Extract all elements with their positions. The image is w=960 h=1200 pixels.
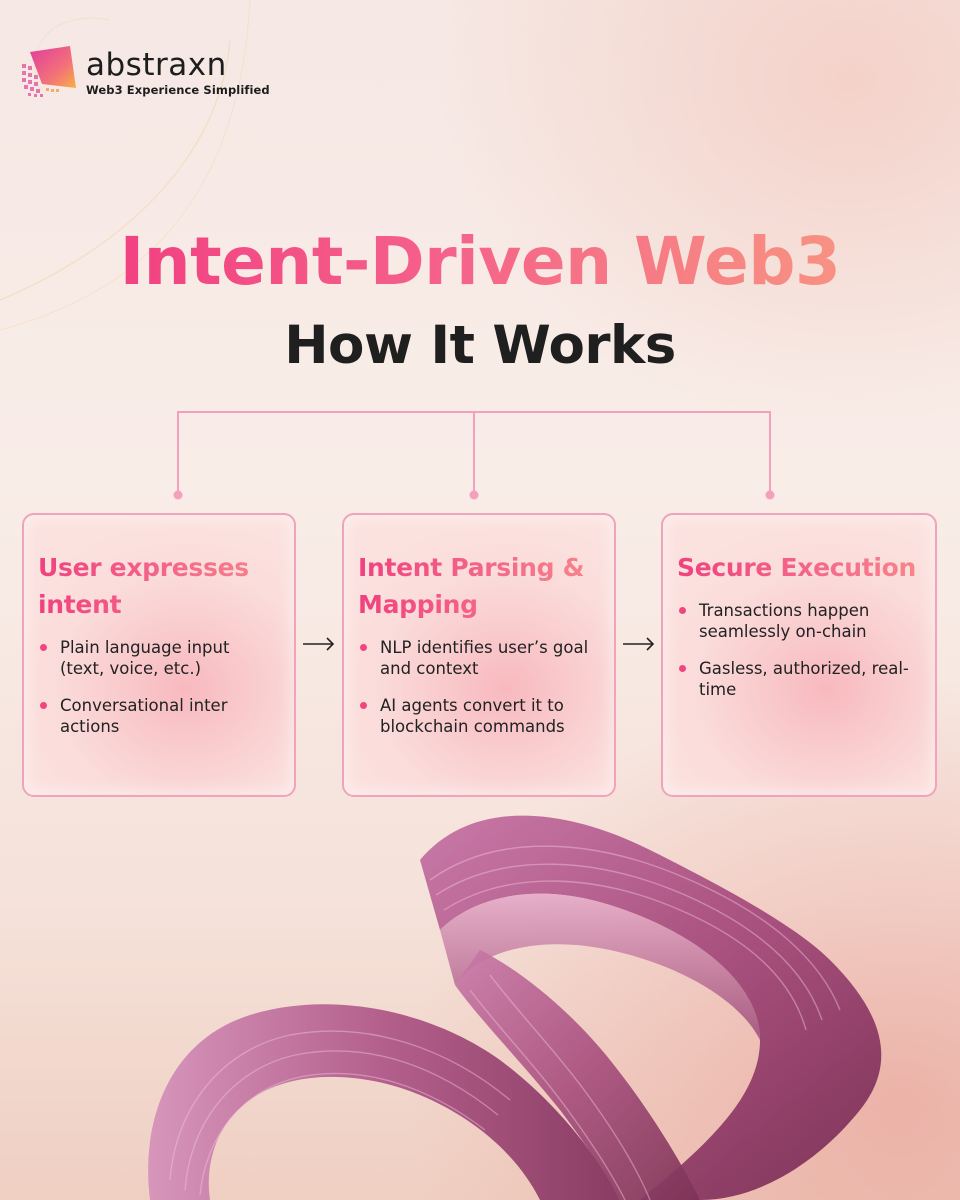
brand-tagline: Web3 Experience Simplified — [86, 82, 270, 97]
connector-dot — [469, 490, 479, 500]
bullet-dot-icon — [360, 702, 367, 709]
bullet-dot-icon — [40, 644, 47, 651]
list-item: Transactions happen seamlessly on-chain — [677, 600, 919, 642]
step-card-intent-parsing: Intent Parsing & Mapping NLP identifies … — [342, 513, 616, 797]
arrow-right-icon — [303, 637, 335, 651]
brand-logo: abstraxn Web3 Experience Simplified — [20, 44, 270, 100]
step-bullet-list: Transactions happen seamlessly on-chain … — [677, 600, 919, 700]
step-card-secure-execution: Secure Execution Transactions happen sea… — [661, 513, 937, 797]
bullet-text: Transactions happen seamlessly on-chain — [699, 601, 870, 641]
step-bullet-list: Plain language input (text, voice, etc.)… — [38, 637, 278, 737]
bullet-text: Gasless, authorized, real-time — [699, 659, 909, 699]
bullet-dot-icon — [679, 665, 686, 672]
bullet-dot-icon — [679, 607, 686, 614]
page-subtitle: How It Works — [284, 315, 676, 376]
step-title: User expresses intent — [38, 549, 278, 623]
arrow-right-icon — [623, 637, 655, 651]
step-title: Secure Execution — [677, 549, 919, 586]
list-item: NLP identifies user’s goal and context — [358, 637, 598, 679]
step-title: Intent Parsing & Mapping — [358, 549, 598, 623]
connector-dot — [765, 490, 775, 500]
bullet-dot-icon — [360, 644, 367, 651]
step-card-user-intent: User expresses intent Plain language inp… — [22, 513, 296, 797]
list-item: AI agents convert it to blockchain comma… — [358, 695, 598, 737]
bullet-text: NLP identifies user’s goal and context — [380, 638, 589, 678]
abstraxn-logo-icon — [22, 46, 76, 97]
step-bullet-list: NLP identifies user’s goal and context A… — [358, 637, 598, 737]
bullet-text: Conversational inter actions — [60, 696, 228, 736]
bullet-text: Plain language input (text, voice, etc.) — [60, 638, 230, 678]
bullet-dot-icon — [40, 702, 47, 709]
brand-name: abstraxn — [86, 46, 227, 83]
list-item: Plain language input (text, voice, etc.) — [38, 637, 278, 679]
connector-dot — [173, 490, 183, 500]
list-item: Gasless, authorized, real-time — [677, 658, 919, 700]
bullet-text: AI agents convert it to blockchain comma… — [380, 696, 565, 736]
page-title: Intent-Driven Web3 — [0, 222, 960, 302]
list-item: Conversational inter actions — [38, 695, 278, 737]
